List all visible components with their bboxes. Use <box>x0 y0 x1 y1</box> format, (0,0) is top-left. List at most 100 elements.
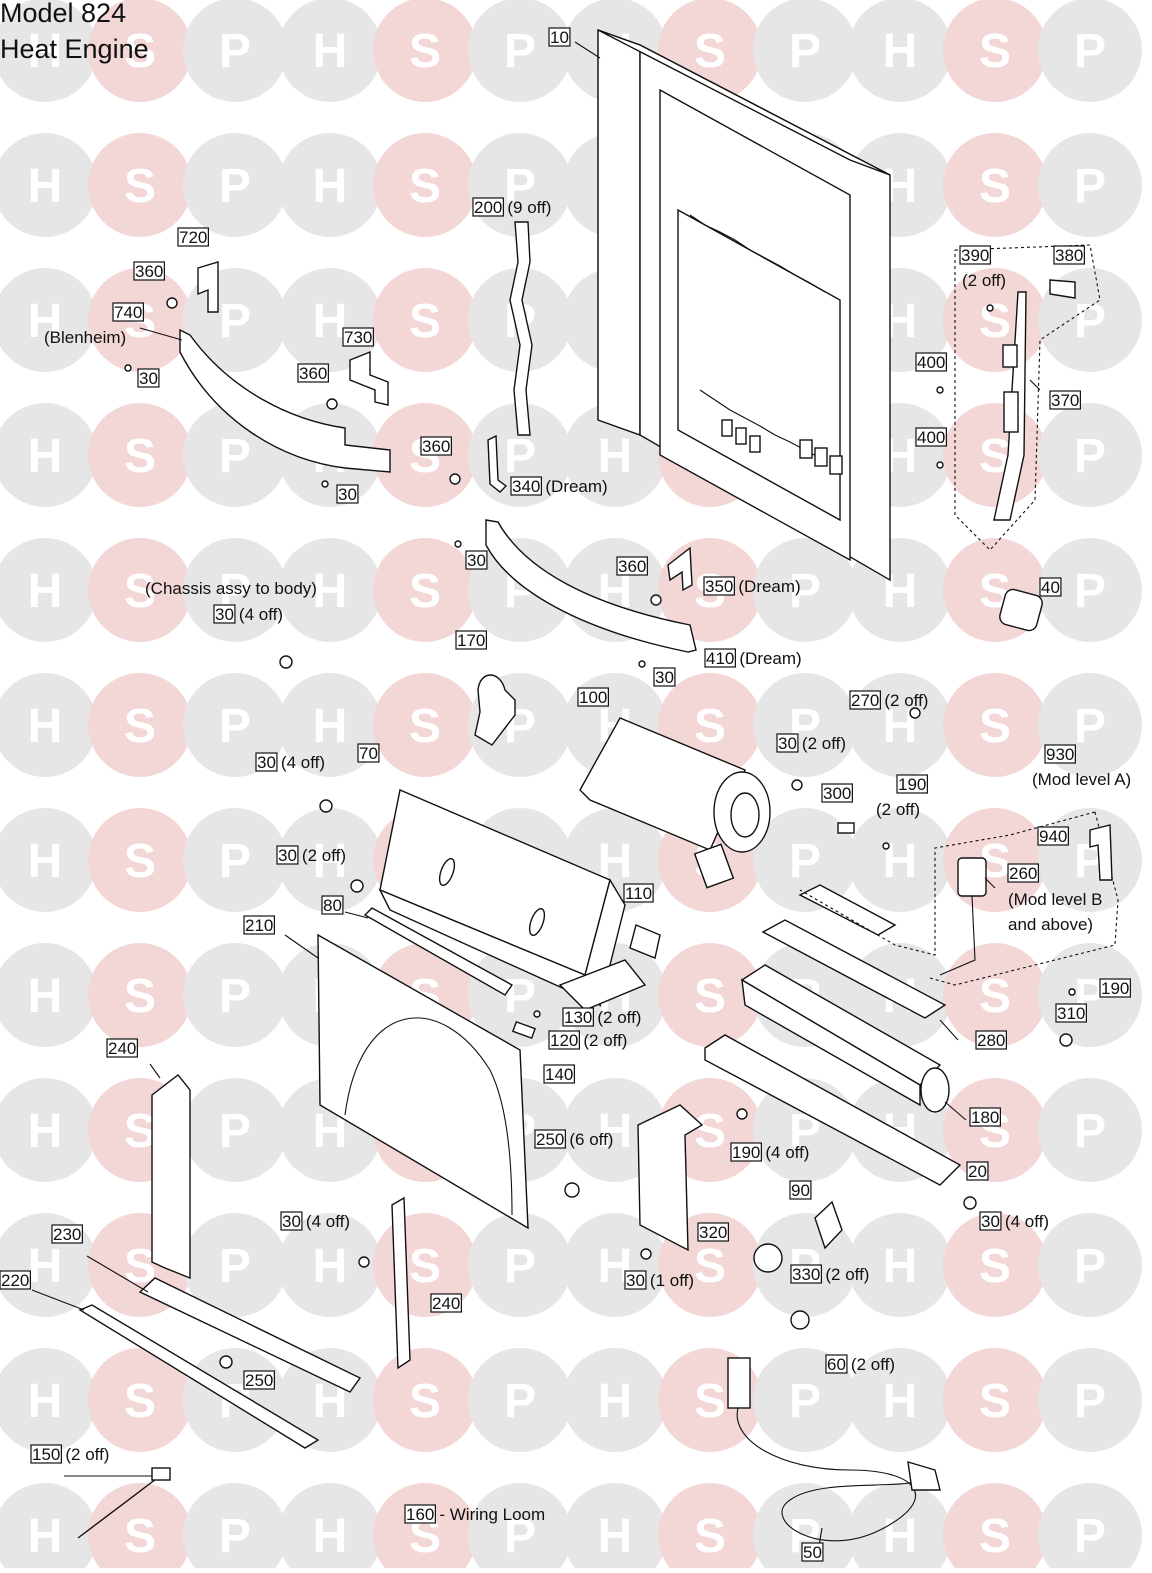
callout-number-box <box>616 556 648 576</box>
watermark-circle <box>468 0 572 102</box>
watermark-circle <box>183 1213 287 1317</box>
watermark-circle <box>0 538 97 642</box>
watermark-letter: P <box>789 835 821 888</box>
watermark-letter: H <box>313 25 348 78</box>
part-240-side-strip-right <box>391 1196 411 1370</box>
callout-number-box <box>1099 978 1131 998</box>
watermark-letter: H <box>28 1510 63 1563</box>
callout-320: 320 <box>697 1222 729 1242</box>
callout-190: 190 <box>1099 978 1131 998</box>
watermark-circle <box>753 0 857 102</box>
callout-number-box <box>430 1293 462 1313</box>
watermark-letter: P <box>789 565 821 618</box>
callout-370: 370 <box>1049 390 1081 410</box>
watermark-letter: S <box>124 565 156 618</box>
callout-note: (2 off) <box>597 1008 641 1027</box>
callout-number: 220 <box>1 1271 29 1290</box>
callout-number-box <box>276 845 299 865</box>
callout-number: 140 <box>545 1065 573 1084</box>
callout-note: (2 off) <box>825 1265 869 1284</box>
watermark-letter: H <box>28 565 63 618</box>
watermark-letter: S <box>979 1375 1011 1428</box>
callout-number: 60 <box>827 1355 846 1374</box>
callout-140: 140 <box>543 1064 575 1084</box>
callout-note: and above) <box>1008 915 1093 934</box>
callout-40: 40 <box>1039 577 1062 597</box>
callout-number-box <box>51 1224 83 1244</box>
watermark-letter: P <box>219 430 251 483</box>
callout-note: (2 off) <box>583 1031 627 1050</box>
watermark-letter: P <box>789 25 821 78</box>
callout-number-box <box>455 630 487 650</box>
watermark-letter: H <box>28 1375 63 1428</box>
callout-360: 360 <box>616 556 648 576</box>
watermark-circle <box>373 133 477 237</box>
callout-note: (4 off) <box>281 753 325 772</box>
watermark-circle <box>0 1348 97 1452</box>
watermark-letter: H <box>598 1510 633 1563</box>
callout-number: 380 <box>1055 246 1083 265</box>
part-170-clip <box>474 674 516 746</box>
callout-410: 410 (Dream) <box>704 648 802 668</box>
part-740-curved-panel <box>179 328 391 473</box>
callout-note: (2 off) <box>851 1355 895 1374</box>
callout-30: 30(1 off) <box>624 1270 694 1290</box>
watermark-letter: S <box>694 25 726 78</box>
callout-note: (Dream) <box>739 649 801 668</box>
watermark-circle <box>373 0 477 102</box>
watermark-letter: S <box>694 700 726 753</box>
callout-80: 80 <box>321 895 344 915</box>
callout-230: 230 <box>51 1224 83 1244</box>
watermark-circle <box>278 133 382 237</box>
callout-number: 350 <box>705 577 733 596</box>
watermark-circle <box>278 538 382 642</box>
watermark-letter: H <box>313 565 348 618</box>
callout-number-box <box>336 484 359 504</box>
part-720-bracket <box>197 261 219 313</box>
callout-number-box <box>243 915 275 935</box>
watermark-letter: H <box>28 835 63 888</box>
watermark-circle <box>278 673 382 777</box>
callout-note: (6 off) <box>569 1130 613 1149</box>
watermark-letter: P <box>219 970 251 1023</box>
watermark-letter: P <box>1074 1105 1106 1158</box>
watermark-letter: S <box>124 430 156 483</box>
part-320-bracket <box>637 1104 704 1252</box>
callout-number-box <box>1053 245 1085 265</box>
callout-number: 720 <box>179 228 207 247</box>
watermark-letter: P <box>219 835 251 888</box>
callout-260: 260 <box>1007 863 1039 883</box>
watermark-letter: S <box>124 700 156 753</box>
callout-number-box <box>177 227 209 247</box>
callout-number: 110 <box>625 884 652 903</box>
callout-number-box <box>915 352 947 372</box>
watermark-letter: H <box>883 1510 918 1563</box>
watermark-letter: H <box>28 160 63 213</box>
callout-number-box <box>697 1222 729 1242</box>
callout-number: 410 <box>706 649 734 668</box>
callout-number: 270 <box>851 691 879 710</box>
watermark-letter: S <box>124 1510 156 1563</box>
callout-number: 280 <box>977 1031 1005 1050</box>
callout-730: 730 <box>342 327 374 347</box>
watermark-circle <box>753 1483 857 1573</box>
watermark-circle <box>848 1348 952 1452</box>
part-110-switch <box>629 924 661 959</box>
callout-30: 30 <box>137 368 160 388</box>
watermark-circle <box>0 403 97 507</box>
watermark-circle <box>1038 1213 1142 1317</box>
callout-90: 90 <box>789 1180 812 1200</box>
watermark-circle <box>183 133 287 237</box>
fasteners <box>124 297 1076 1369</box>
leader-lines <box>31 41 1041 1553</box>
callout-number-box <box>1049 390 1081 410</box>
callout-number: 370 <box>1051 391 1079 410</box>
callout-number-box <box>1007 863 1039 883</box>
callout-number: 360 <box>618 557 646 576</box>
callout-note: - Wiring Loom <box>439 1505 545 1524</box>
watermark-letter: H <box>28 1240 63 1293</box>
part-280-plate <box>761 884 947 1019</box>
callout-number-box <box>243 1370 275 1390</box>
